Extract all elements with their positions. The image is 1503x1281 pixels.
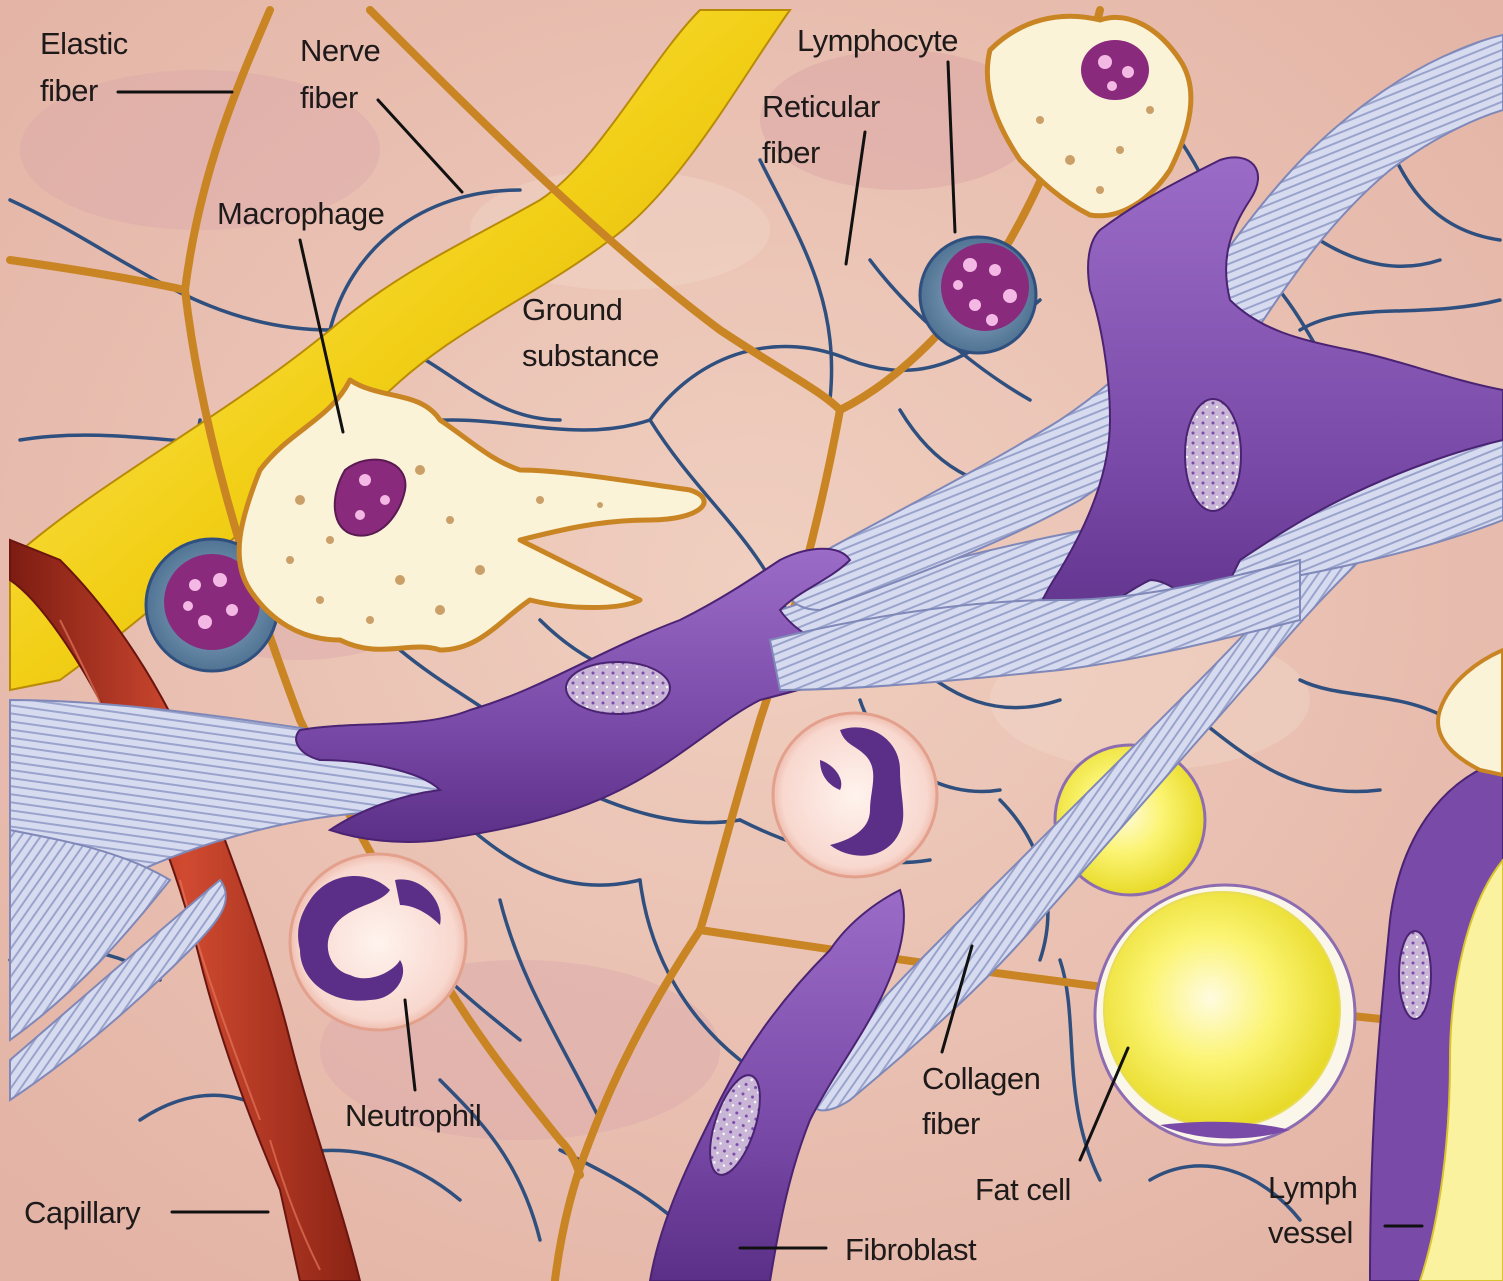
label-fat-cell: Fat cell — [975, 1172, 1071, 1207]
fibroblast-nucleus — [566, 662, 670, 714]
lymphocyte — [920, 237, 1036, 353]
label-fibroblast: Fibroblast — [845, 1232, 977, 1267]
label-capillary: Capillary — [24, 1195, 141, 1230]
neutrophil-right — [773, 713, 937, 877]
label-lymphocyte: Lymphocyte — [797, 23, 958, 58]
label-collagen-fiber-line1: Collagen — [922, 1061, 1040, 1096]
neutrophil — [290, 854, 466, 1030]
label-lymph-vessel-line2: vessel — [1268, 1215, 1353, 1250]
label-neutrophil: Neutrophil — [345, 1098, 481, 1133]
label-lymph-vessel-line1: Lymph — [1268, 1170, 1357, 1205]
label-reticular-fiber-line2: fiber — [762, 135, 820, 170]
label-elastic-fiber-line2: fiber — [40, 73, 98, 108]
label-ground-substance-line1: Ground — [522, 292, 622, 327]
fat-cell-droplet — [1104, 892, 1340, 1128]
label-collagen-fiber-line2: fiber — [922, 1106, 980, 1141]
label-reticular-fiber-line1: Reticular — [762, 89, 880, 124]
label-nerve-fiber-line2: fiber — [300, 80, 358, 115]
label-elastic-fiber-line1: Elastic — [40, 26, 128, 61]
lymph-vessel-nucleus — [1399, 931, 1431, 1019]
label-macrophage: Macrophage — [217, 196, 384, 231]
fibroblast-upper-nucleus — [1185, 399, 1241, 511]
label-ground-substance-line2: substance — [522, 338, 659, 373]
label-nerve-fiber-line1: Nerve — [300, 33, 380, 68]
